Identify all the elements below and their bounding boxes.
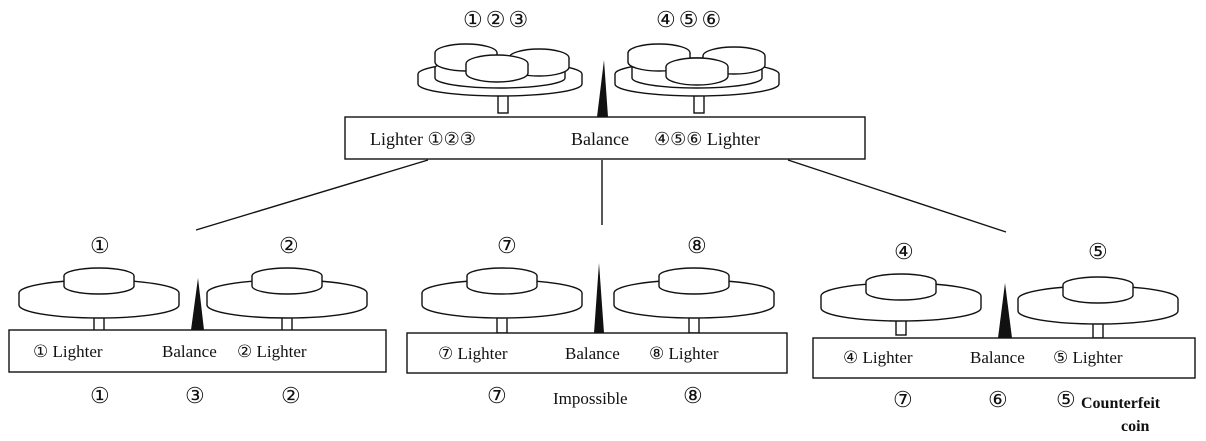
branch2-bar-right-text: ⑧ Lighter xyxy=(649,344,719,364)
branch1-right-coin-label: ② xyxy=(279,236,299,256)
branch3-bar-left-text: ④ Lighter xyxy=(843,348,913,368)
branch2-left-pan xyxy=(422,268,582,333)
branch3-left-pan xyxy=(821,274,981,335)
branch3-right-coin-label: ⑤ xyxy=(1088,242,1108,262)
branch3-outcome-left: ⑦ xyxy=(893,390,913,410)
branch2-outcome-right: ⑧ xyxy=(683,386,703,406)
branch1-bar-right-text: ② Lighter xyxy=(237,342,307,362)
branch2-outcome-left: ⑦ xyxy=(487,386,507,406)
branch1-right-pan xyxy=(207,268,367,333)
branch2-bar-left-text: ⑦ Lighter xyxy=(438,344,508,364)
branch3-bar-middle-text: Balance xyxy=(970,348,1025,368)
top-bar-middle-text: Balance xyxy=(571,129,629,149)
branch2-right-pan xyxy=(614,268,774,333)
branch1-bar-left-text: ① Lighter xyxy=(33,342,103,362)
branch1-left-pan xyxy=(19,268,179,333)
top-right-pan xyxy=(615,44,779,113)
connector-right xyxy=(788,160,1006,232)
branch1-outcome-middle: ③ xyxy=(185,386,205,406)
branch1-pointer xyxy=(191,278,204,330)
branch1-bar-middle-text: Balance xyxy=(162,342,217,362)
top-bar-left-text: Lighter ①②③ xyxy=(370,129,476,149)
branch3-right-pan xyxy=(1018,277,1178,338)
connector-left xyxy=(196,160,428,230)
branch2-bar-middle-text: Balance xyxy=(565,344,620,364)
branch2-pointer xyxy=(594,263,604,333)
branch2-outcome-middle: Impossible xyxy=(553,389,628,409)
top-pointer xyxy=(597,60,608,117)
branch3-outcome-right: ⑤ xyxy=(1056,390,1076,410)
top-left-pan xyxy=(418,44,582,113)
top-bar-right-text: ④⑤⑥ Lighter xyxy=(654,129,760,149)
branch1-left-coin-label: ① xyxy=(90,236,110,256)
branch2-right-coin-label: ⑧ xyxy=(687,236,707,256)
branch2-left-coin-label: ⑦ xyxy=(497,236,517,256)
branch1-outcome-left: ① xyxy=(90,386,110,406)
top-right-coins-label: ④⑤⑥ xyxy=(656,10,724,30)
branch3-outcome-middle: ⑥ xyxy=(988,390,1008,410)
branch3-bar-right-text: ⑤ Lighter xyxy=(1053,348,1123,368)
branch3-left-coin-label: ④ xyxy=(894,242,914,262)
branch3-pointer xyxy=(998,283,1012,338)
counterfeit-label-line1: Counterfeit xyxy=(1081,394,1160,414)
counterfeit-label-line2: coin xyxy=(1121,417,1149,437)
top-left-coins-label: ①②③ xyxy=(463,10,531,30)
branch1-outcome-right: ② xyxy=(281,386,301,406)
